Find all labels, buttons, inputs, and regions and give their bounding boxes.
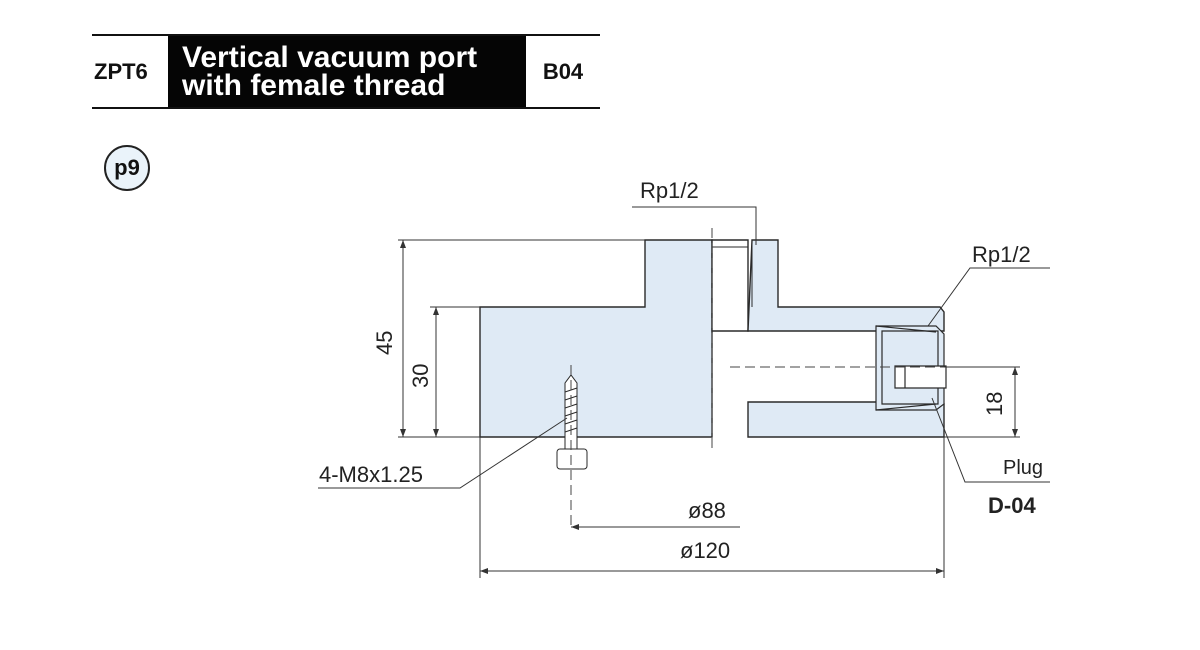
page-reference-badge: p9: [104, 145, 150, 191]
arrow-120-left: [480, 568, 488, 574]
leader-plug: [931, 397, 1050, 483]
title-block: ZPT6 Vertical vacuum port with female th…: [92, 34, 600, 109]
arrow-30-top: [433, 307, 439, 315]
body-left-block: [479, 239, 713, 438]
arrow-120-right: [936, 568, 944, 574]
arrow-45-top: [400, 240, 406, 248]
plug-hex-slot: [894, 365, 947, 389]
label-dim-88: ø88: [688, 498, 726, 523]
title-line-2: with female thread: [182, 68, 446, 102]
leader-top-thread: [632, 206, 757, 245]
side-plug: [875, 325, 947, 411]
leader-bolt: [318, 417, 568, 489]
label-dim-120: ø120: [680, 538, 730, 563]
plug-thread-top: [875, 325, 937, 333]
product-code: B04: [542, 58, 584, 84]
product-title: Vertical vacuum port with female thread: [168, 36, 526, 107]
body-right-upper: [711, 239, 749, 332]
label-side-thread: Rp1/2: [972, 242, 1031, 267]
label-plug: Plug: [1003, 457, 1043, 479]
leader-side-thread: [927, 267, 1050, 327]
body-right-block: [747, 239, 945, 332]
label-dim-18: 18: [982, 392, 1007, 416]
top-port-thread: [712, 240, 753, 331]
arrow-45-bottom: [400, 429, 406, 437]
label-top-thread: Rp1/2: [640, 178, 699, 203]
arrow-30-bottom: [433, 429, 439, 437]
arrow-88-left: [571, 524, 579, 530]
arrow-18-bottom: [1012, 429, 1018, 437]
arrow-18-top: [1012, 367, 1018, 375]
arrowheads: [400, 240, 1018, 574]
label-plug-code: D-04: [988, 493, 1036, 518]
plug-thread-bottom: [875, 403, 937, 411]
part-body: [479, 239, 945, 438]
title-line-1: Vertical vacuum port: [182, 40, 478, 74]
bolt-head-counterbore: [556, 448, 588, 470]
dimension-lines: [318, 206, 1050, 578]
label-bolt-spec: 4-M8x1.25: [319, 462, 423, 487]
plug-inner: [881, 330, 939, 405]
series-label: ZPT6: [94, 58, 148, 84]
label-dim-30: 30: [408, 364, 433, 388]
label-dim-45: 45: [372, 331, 397, 355]
centre-lines: [570, 228, 960, 530]
